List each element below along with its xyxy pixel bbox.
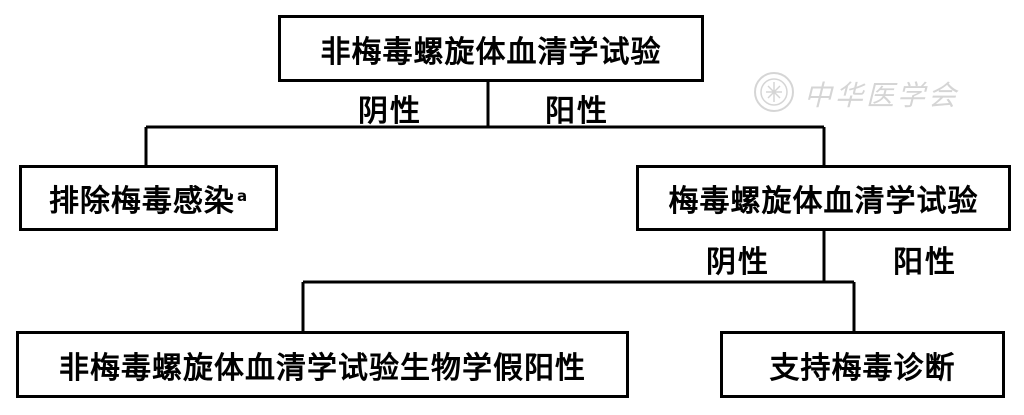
treponemal-test-box: 梅毒螺旋体血清学试验 bbox=[636, 165, 1011, 231]
root-test-box: 非梅毒螺旋体血清学试验 bbox=[278, 15, 704, 82]
exclude-infection-label: 排除梅毒感染 bbox=[48, 184, 235, 219]
support-diagnosis-label: 支持梅毒诊断 bbox=[769, 350, 956, 386]
root-test-label: 非梅毒螺旋体血清学试验 bbox=[320, 34, 662, 70]
medical-society-seal-icon bbox=[754, 72, 794, 112]
root-negative-label: 阴性 bbox=[358, 94, 422, 129]
false-positive-label: 非梅毒螺旋体血清学试验生物学假阳性 bbox=[59, 350, 586, 386]
footnote-marker: a bbox=[236, 187, 249, 205]
second-negative-label: 阴性 bbox=[706, 245, 770, 280]
second-positive-label: 阳性 bbox=[893, 245, 957, 280]
treponemal-test-label: 梅毒螺旋体血清学试验 bbox=[668, 184, 979, 219]
watermark-text: 中华医学会 bbox=[804, 79, 960, 112]
publisher-watermark: 中华医学会 bbox=[752, 70, 962, 114]
false-positive-box: 非梅毒螺旋体血清学试验生物学假阳性 bbox=[16, 331, 629, 398]
root-positive-label: 阳性 bbox=[545, 94, 609, 129]
support-diagnosis-box: 支持梅毒诊断 bbox=[720, 331, 1005, 398]
